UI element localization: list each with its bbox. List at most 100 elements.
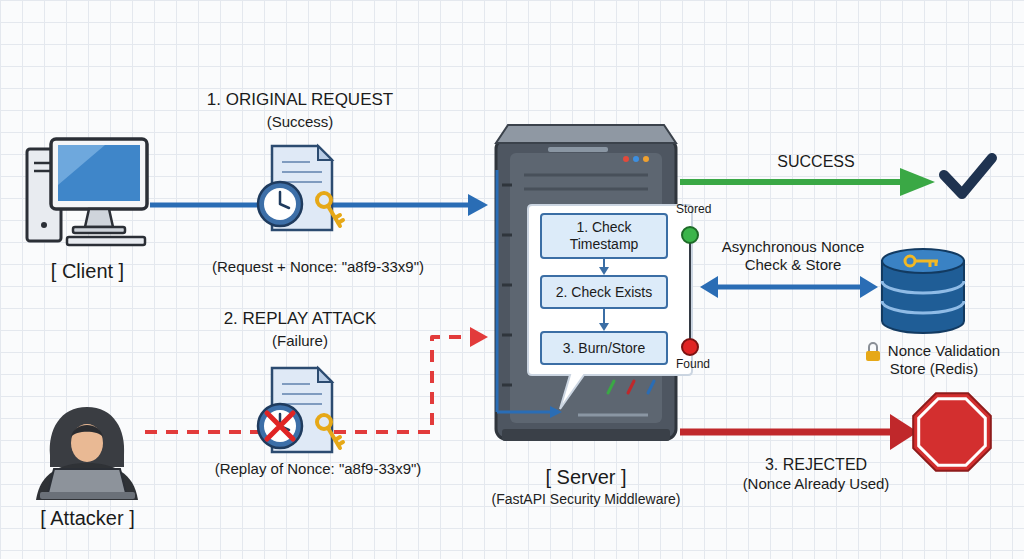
annotation-label: 3. REJECTED [716, 455, 916, 474]
database-cylinder [869, 343, 877, 351]
arrow-head [860, 276, 878, 298]
attacker-node: [ Attacker ] [30, 405, 145, 500]
request-document [258, 182, 302, 226]
edge-label: 1. ORIGINAL REQUEST [140, 90, 460, 110]
server-rack [623, 156, 629, 162]
process-box: 3. Burn/Store [540, 331, 668, 365]
computer-icon [51, 139, 147, 209]
arrow-head [470, 327, 488, 347]
database-cylinder [905, 256, 915, 266]
success-arrow [680, 179, 902, 185]
database-cylinder [882, 249, 964, 273]
server-rack [524, 174, 648, 177]
edge-label: Asynchronous Nonce Check & Store [713, 238, 873, 274]
server-rack [608, 381, 614, 393]
node-label: [ Attacker ] [10, 506, 165, 530]
server-rack [502, 234, 512, 237]
connector-line [716, 285, 862, 290]
client-node: [ Client ] [25, 135, 150, 250]
request-document [264, 188, 296, 220]
connector [700, 276, 878, 298]
arrow-head [599, 267, 609, 275]
connector [150, 194, 488, 216]
server-rack [548, 147, 608, 152]
node-label: (FastAPI Security Middleware) [476, 491, 696, 508]
computer-icon [41, 222, 47, 228]
node-label: [ Client ] [15, 259, 160, 283]
datastore-node: Nonce Validation Store (Redis) [878, 243, 968, 338]
database-cylinder [882, 281, 964, 293]
arrow-head [599, 323, 609, 331]
request-document [282, 162, 322, 182]
annotation-label: Found [676, 357, 736, 371]
attacker-icon [71, 424, 103, 462]
request-document [328, 206, 343, 226]
arrow-head [468, 194, 488, 216]
status-line [689, 235, 691, 347]
reject-arrow [680, 429, 893, 436]
connector-line [603, 309, 605, 325]
server-rack [496, 125, 676, 143]
computer-icon [58, 145, 140, 201]
request-document [318, 146, 332, 160]
reject-arrow [890, 414, 918, 450]
database-cylinder [929, 261, 932, 267]
replay-document [264, 410, 296, 442]
server-rack [502, 429, 670, 441]
stop-sign [913, 393, 991, 471]
box-label: 3. Burn/Store [563, 340, 646, 357]
replay-document [258, 368, 343, 452]
computer-icon [73, 227, 125, 233]
check-mark [944, 158, 992, 194]
request-document [272, 146, 332, 230]
attacker-icon [71, 425, 103, 437]
process-box: 1. Check Timestamp [540, 213, 668, 259]
database-cylinder [866, 351, 880, 361]
server-rack [643, 156, 649, 162]
attacker-icon [40, 492, 135, 499]
attacker-icon [30, 405, 145, 500]
connector-line [150, 203, 470, 208]
annotation-label: (Success) [200, 113, 400, 131]
stored-dot [682, 227, 698, 243]
replay-document [267, 413, 293, 439]
found-dot [682, 339, 698, 355]
replay-document [282, 384, 322, 404]
box-label: 1. Check Timestamp [550, 219, 658, 253]
connector [599, 259, 609, 275]
box-label: 2. Check Exists [556, 284, 652, 301]
node-label: [ Server ] [476, 465, 696, 489]
arrow-head [700, 276, 718, 298]
computer-icon [67, 237, 145, 245]
stop-sign [919, 399, 986, 466]
annotation-label: (Nonce Already Used) [706, 475, 926, 493]
success-arrow [900, 168, 935, 196]
server-rack [524, 188, 648, 191]
node-label: Nonce Validation Store (Redis) [854, 342, 1014, 378]
attacker-icon [36, 463, 138, 500]
annotation-label: Stored [676, 202, 736, 216]
request-document [317, 193, 331, 207]
flow-line [497, 411, 552, 414]
annotation-label: (Request + Nonce: "a8f9-33x9") [168, 258, 468, 276]
computer-icon [58, 145, 105, 185]
server-rack [628, 381, 634, 393]
computer-icon [25, 135, 150, 250]
server-rack [633, 156, 639, 162]
server-rack [502, 384, 512, 387]
request-document [280, 192, 289, 208]
replay-document [280, 414, 289, 430]
replay-document [328, 428, 343, 448]
attacker-icon [48, 469, 126, 493]
connector-line [603, 259, 605, 269]
database-cylinder [882, 301, 964, 313]
flow-line [496, 170, 499, 412]
replay-document [258, 404, 302, 448]
server-rack [528, 205, 692, 409]
server-rack [502, 284, 512, 287]
server-rack [502, 184, 512, 187]
replay-document [272, 368, 332, 452]
request-document [258, 146, 343, 230]
replay-document [317, 415, 331, 429]
